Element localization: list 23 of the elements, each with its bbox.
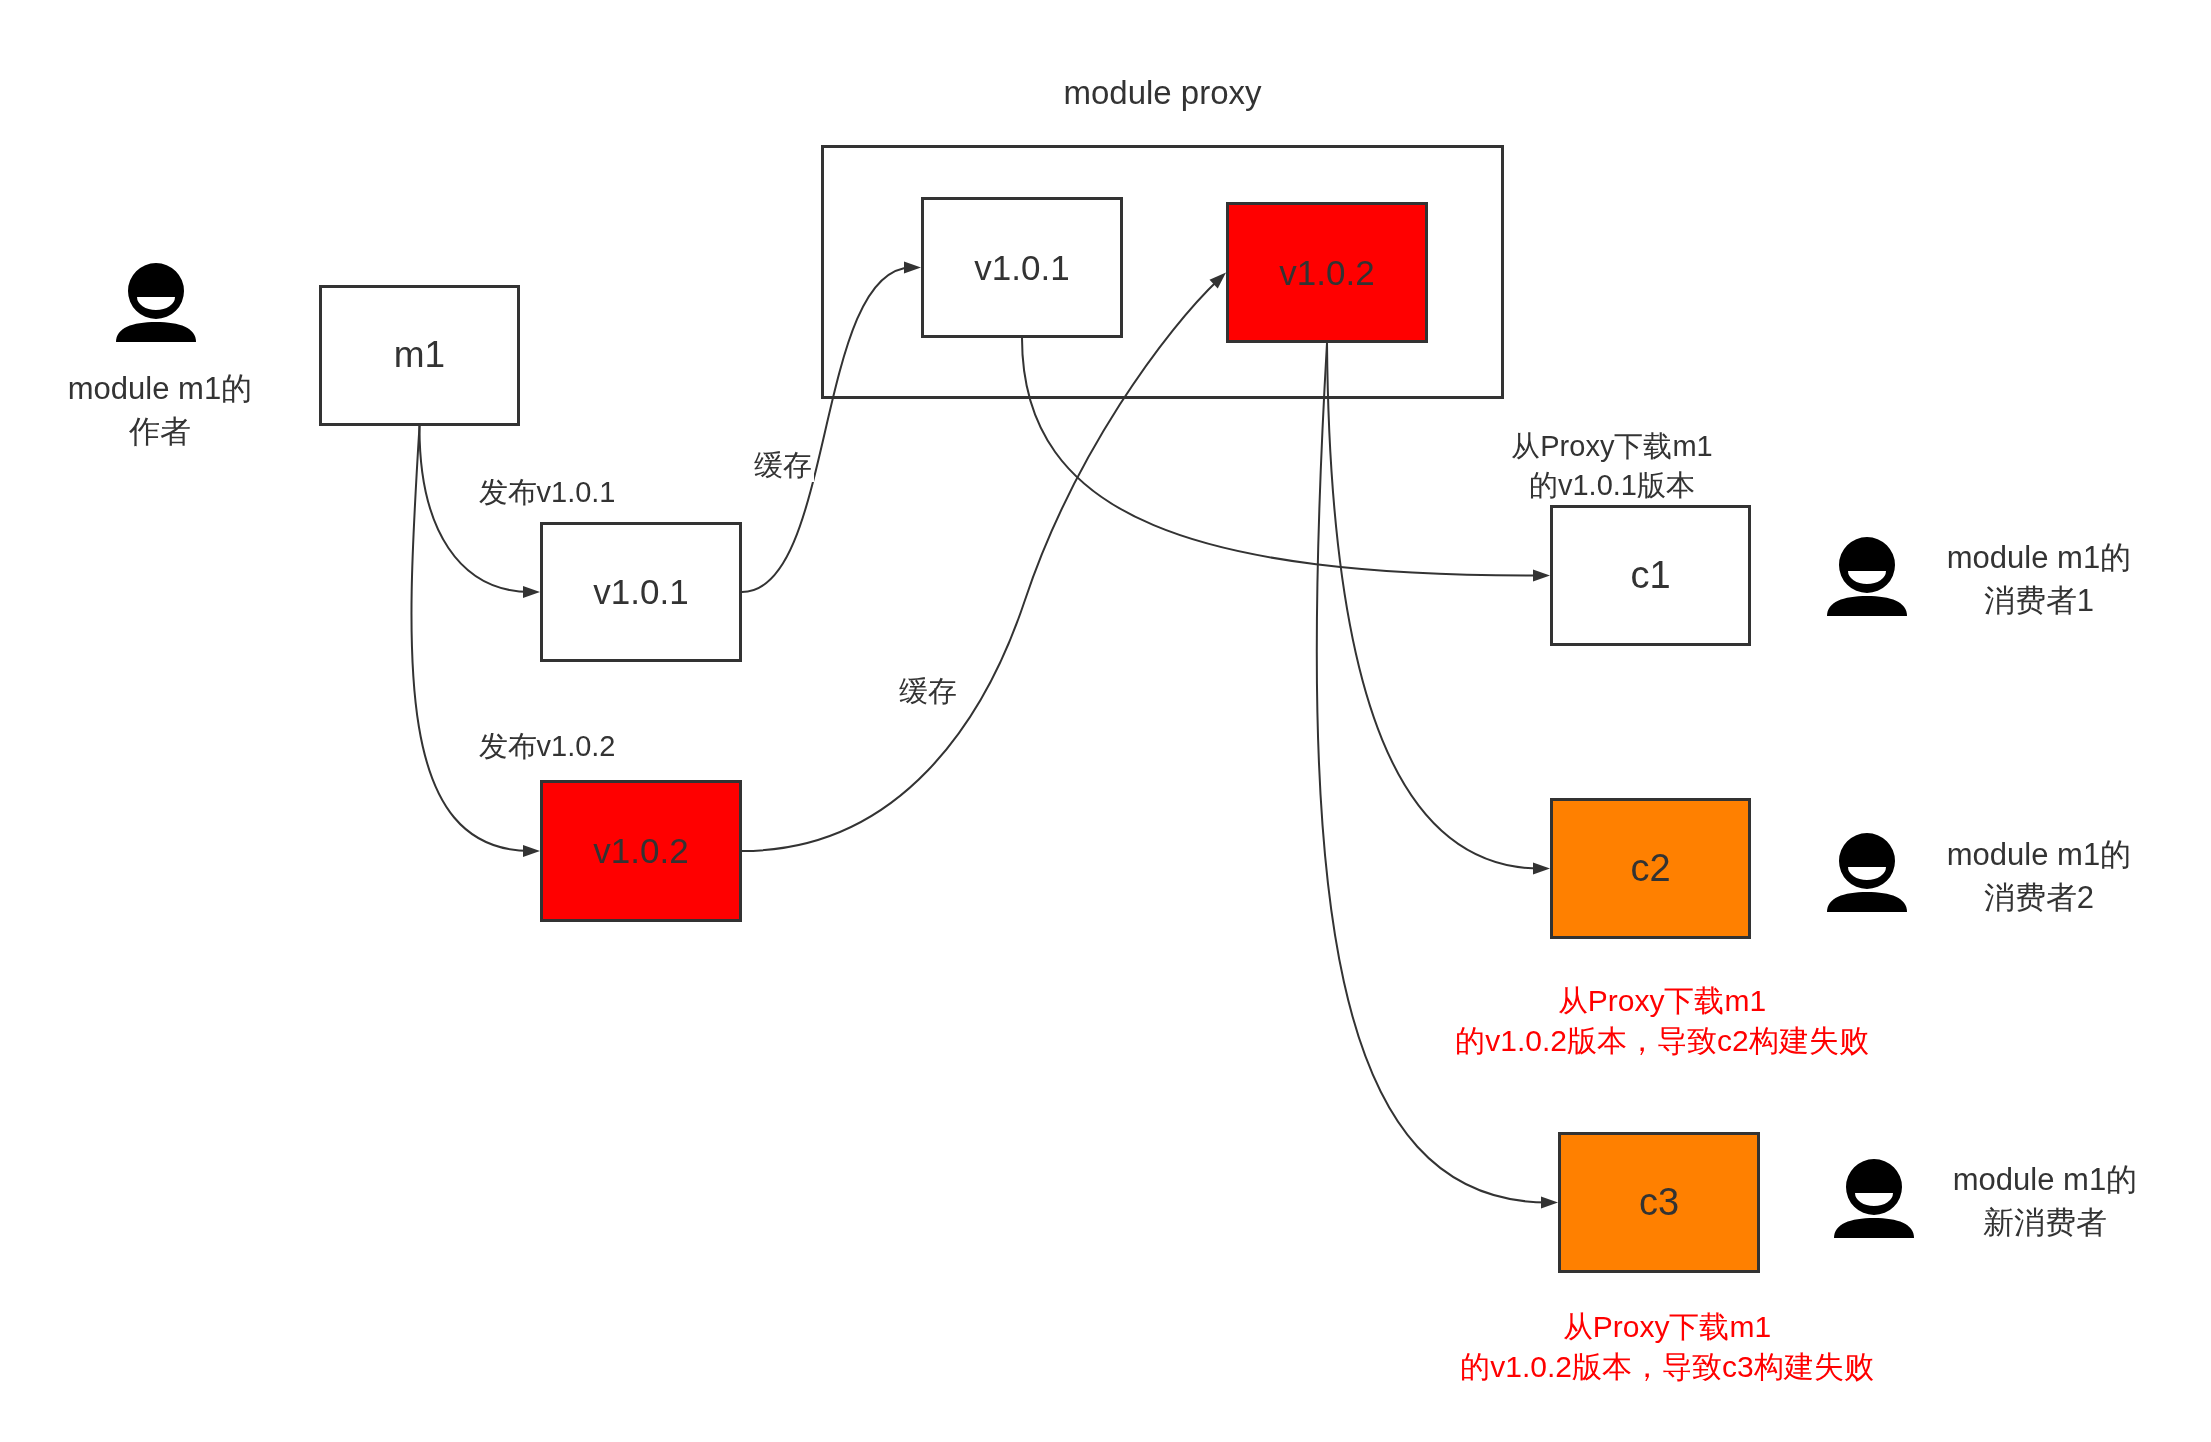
client-box: c3	[1558, 1132, 1760, 1273]
client-box: c1	[1550, 505, 1751, 646]
module-box: m1	[319, 285, 520, 426]
box-caption: 从Proxy下载m1的v1.0.2版本，导致c2构建失败	[1454, 983, 1870, 1059]
version-box: v1.0.2	[1226, 202, 1428, 343]
person-caption: module m1的消费者2	[1945, 836, 2133, 917]
edge-label: 缓存	[897, 674, 959, 708]
person-caption: module m1的消费者1	[1945, 539, 2133, 620]
edge-label: 缓存	[752, 448, 814, 482]
person-caption: module m1的新消费者	[1951, 1161, 2139, 1242]
version-box: v1.0.1	[540, 522, 742, 662]
arrow	[1021, 337, 1550, 582]
arrow	[410, 425, 540, 857]
box-caption: 从Proxy下载m1的v1.0.2版本，导致c3构建失败	[1459, 1309, 1875, 1385]
version-box: v1.0.2	[540, 780, 742, 922]
client-box: c2	[1550, 798, 1751, 939]
version-box: v1.0.1	[921, 197, 1123, 338]
group-title: module proxy	[1063, 73, 1262, 113]
person-caption: module m1的作者	[66, 370, 254, 451]
box-caption: 从Proxy下载m1的v1.0.1版本	[1510, 429, 1714, 503]
arrow	[741, 272, 1226, 852]
arrow	[741, 261, 921, 593]
arrow	[1316, 342, 1558, 1209]
